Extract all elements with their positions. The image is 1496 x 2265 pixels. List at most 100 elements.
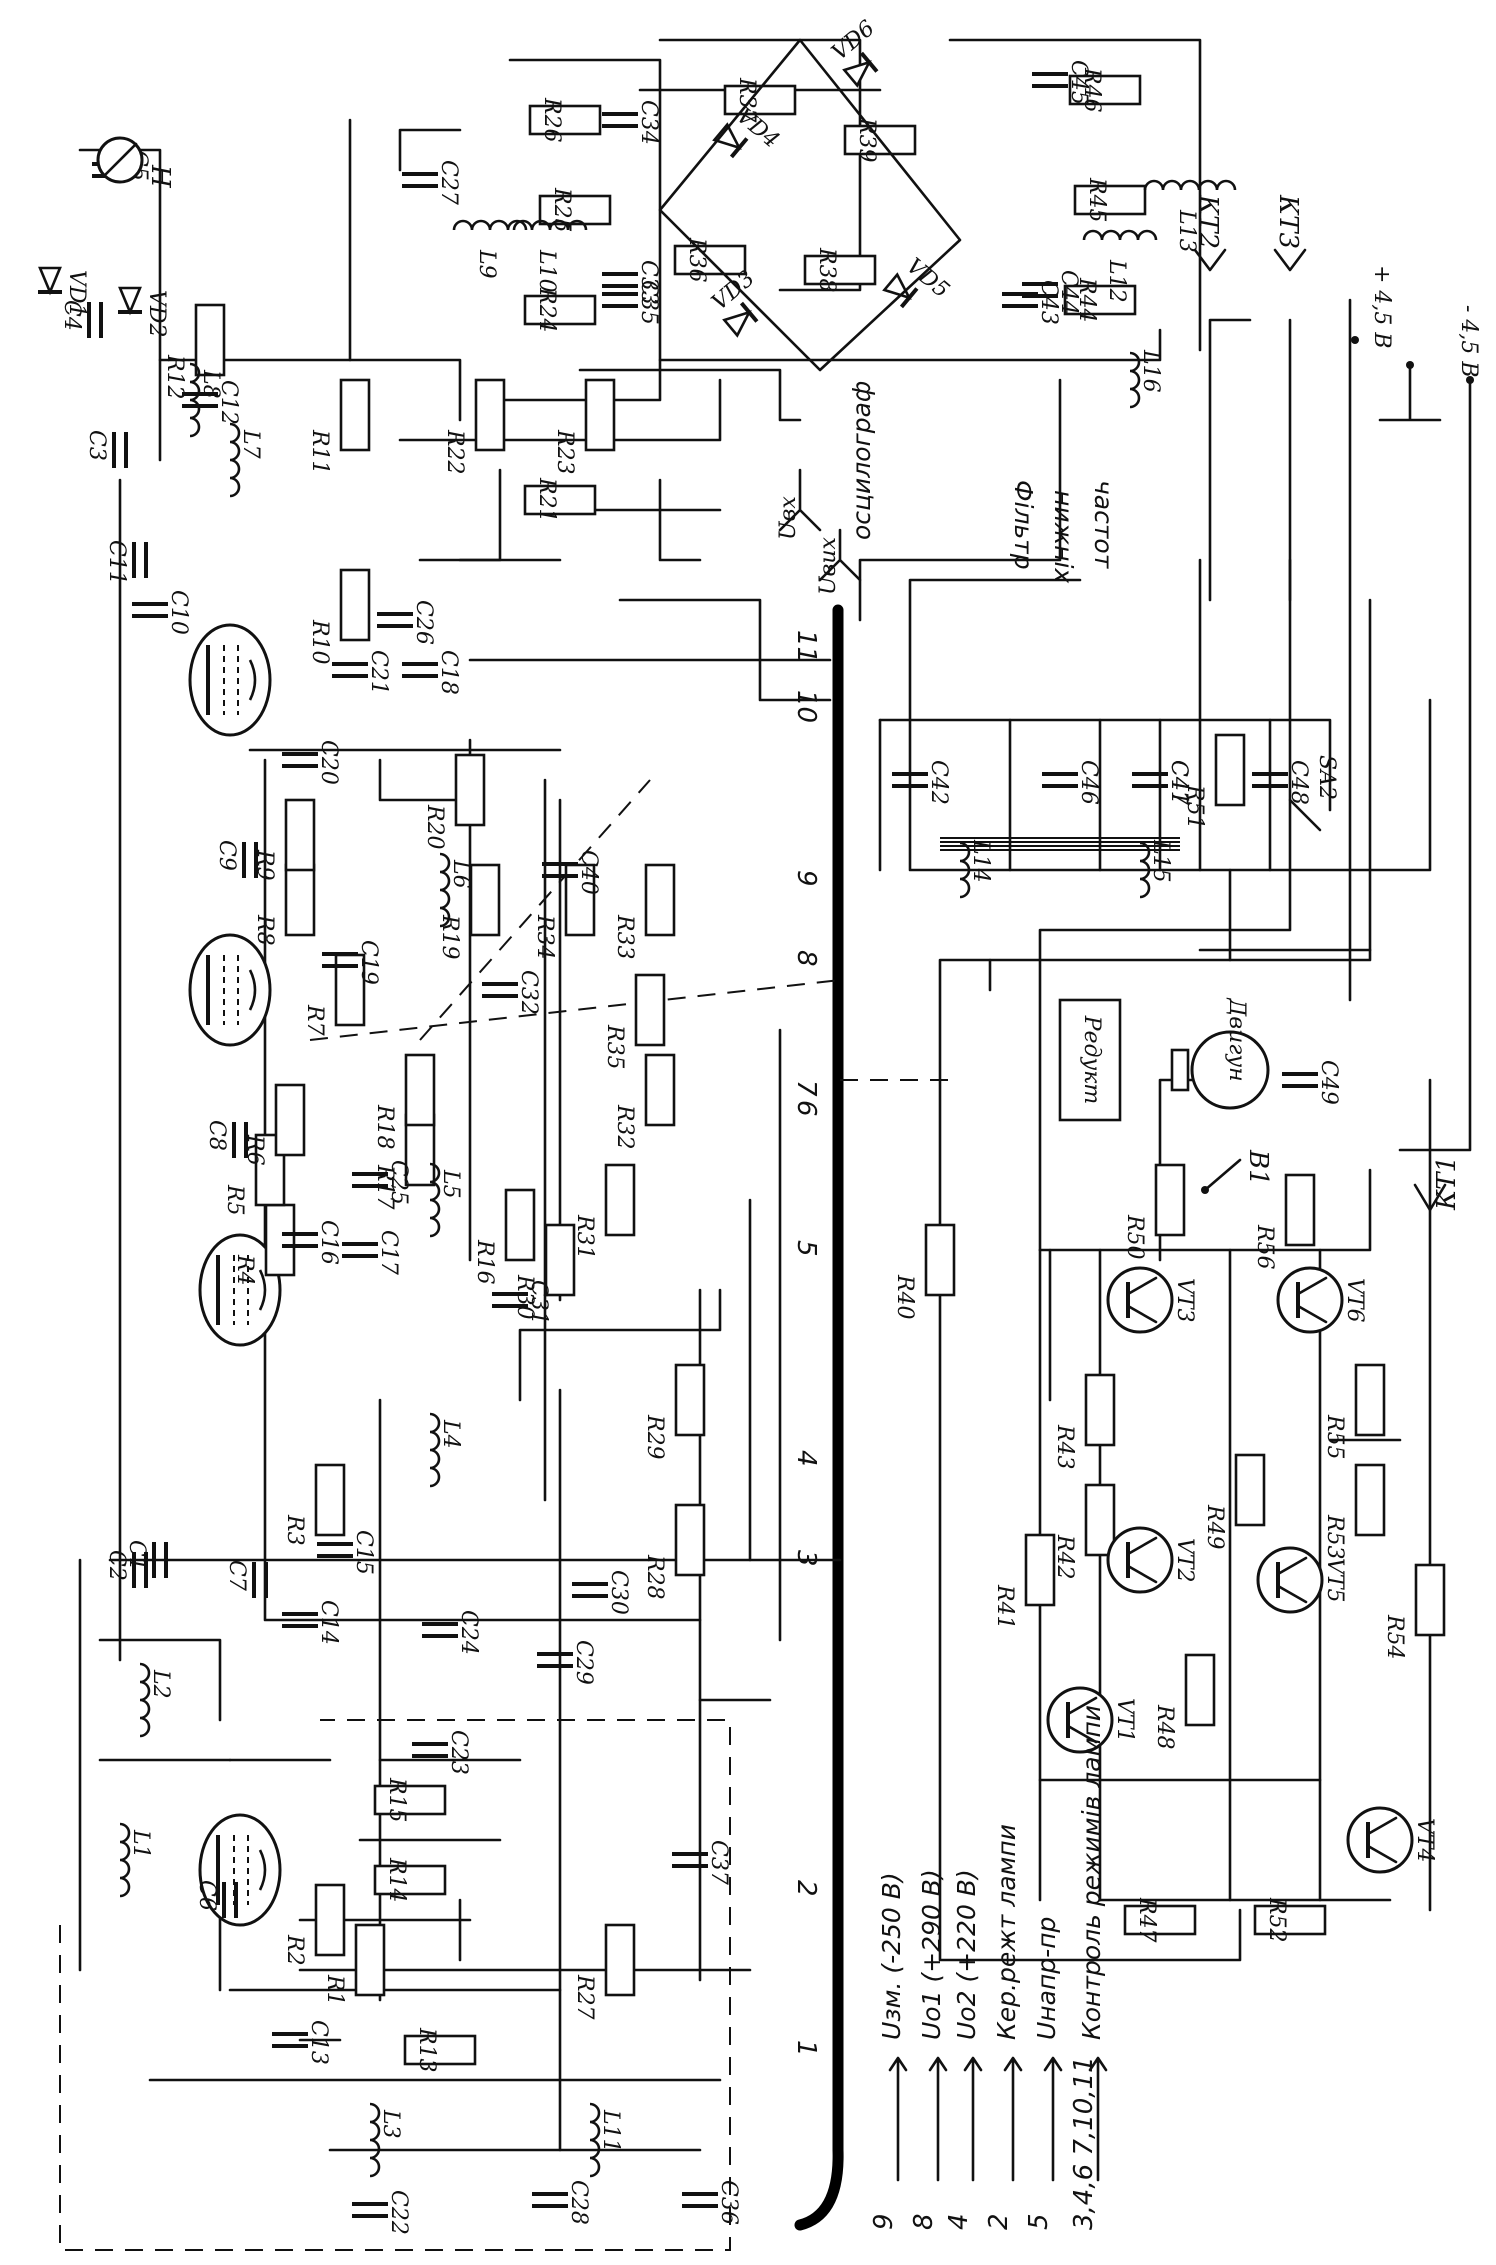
capacitor-label: C2 [104,1550,129,1581]
resistor-label: R29 [642,1414,667,1460]
resistor-label: R49 [1202,1504,1227,1550]
resistor-label: R27 [572,1974,597,2020]
resistor-label: R4 [232,1254,257,1286]
legend-text: Uo2 (+220 В) [952,1869,981,2040]
capacitor-c30: C30 [572,1570,631,1615]
resistor-label: R10 [307,619,332,665]
capacitor-c44: C44 [1022,270,1081,315]
resistor-r34: R34 [532,863,596,960]
resistor-r48: R48 [1152,1653,1216,1750]
capacitor-c8: C8 [204,1120,248,1158]
capacitor-label: C30 [606,1570,631,1615]
inductor-label: L13 [1174,209,1199,253]
resistor-r26: R26 [528,97,602,143]
resistor-r8: R8 [252,863,316,946]
resistor-label: R31 [572,1214,597,1260]
resistor-r51: R51 [1182,733,1246,830]
capacitor-c45: C45 [1032,60,1091,105]
capacitor-label: C26 [411,600,436,645]
capacitor-c2: C2 [104,1550,148,1588]
capacitor-c7: C7 [224,1560,268,1598]
resistor-label: R11 [307,429,332,475]
capacitor-c20: C20 [282,740,341,785]
switch-sa2-label: SA2 [1314,755,1339,800]
capacitor-c43: C43 [1002,280,1061,325]
capacitor-label: C22 [386,2190,411,2235]
resistor-r1: R1 [322,1923,386,2006]
capacitor-c40: C40 [542,850,601,895]
inductor-l7: L7 [229,422,263,498]
capacitor-label: C44 [1056,270,1081,315]
resistor-r44: R44 [1063,277,1137,323]
resistor-layer: R1R2R3R4R5R6R7R8R9R10R11R12R13R14R15R16R… [162,67,1446,2073]
capacitor-c6: C6 [194,1880,238,1918]
capacitor-label: C13 [306,2020,331,2065]
resistor-r17: R17 [372,1113,436,1210]
capacitor-c28: C28 [532,2180,591,2225]
osc-label: осцилограф [847,381,876,540]
reducer-box: Редукт [1058,998,1122,1122]
inductor-label: L5 [438,1169,463,1199]
inductor-l13: L13 [1143,179,1237,253]
filter-label: Фільтр нижніх частот [1009,480,1118,583]
capacitor-label: C4 [59,300,84,331]
capacitor-label: C32 [516,970,541,1015]
bus-number-9: 9 [791,870,821,887]
transistor-vt5: VT5 [1256,1546,1347,1614]
capacitor-c13: C13 [272,2020,331,2065]
diode-label: VD6 [827,16,879,66]
capacitor-c3: C3 [84,430,128,468]
resistor-label: R20 [422,804,447,850]
resistor-label: R50 [1122,1214,1147,1260]
resistor-r55: R55 [1322,1363,1386,1460]
capacitor-label: C12 [216,380,241,425]
inductor-label: L11 [598,2109,623,2153]
resistor-r22: R22 [442,378,506,475]
resistor-r35: R35 [602,973,666,1070]
capacitor-label: C42 [926,760,951,805]
capacitor-label: C25 [386,1160,411,1205]
resistor-r43: R43 [1052,1373,1116,1470]
resistor-r33: R33 [612,863,676,960]
capacitor-c31: C31 [492,1280,551,1325]
capacitor-label: C35 [636,280,661,325]
capacitor-layer: C1C2C3C4C5C6C7C8C9C10C11C12C13C14C15C16C… [59,60,1341,2235]
capacitor-label: C47 [1166,760,1191,805]
capacitor-c10: C10 [132,590,191,635]
diode-label: VD2 [144,290,169,338]
resistor-label: R55 [1322,1414,1347,1460]
inductor-label: L9 [474,249,499,279]
capacitor-label: C34 [636,100,661,145]
resistor-label: R7 [302,1004,327,1036]
resistor-r4: R4 [232,1203,296,1286]
resistor-r23: R23 [552,378,616,475]
capacitor-label: C21 [366,650,391,695]
resistor-r27: R27 [572,1923,636,2020]
resistor-label: R53 [1322,1514,1347,1560]
wire-layer [78,38,1472,2231]
resistor-label: R12 [162,354,187,400]
resistor-label: R46 [1079,67,1104,113]
transistor-vt6: VT6 [1276,1266,1367,1334]
transistor-vt2: VT2 [1106,1526,1197,1594]
inductor-label: L16 [1138,349,1163,393]
inductor-l8: L8 [189,362,223,438]
capacitor-label: C9 [214,840,239,871]
resistor-label: R56 [1252,1224,1277,1270]
inductor-l3: L3 [369,2102,403,2178]
resistor-label: R24 [534,287,559,333]
resistor-label: R36 [684,237,709,283]
tube-3 [188,933,272,1047]
resistor-label: R23 [552,429,577,475]
resistor-r56: R56 [1252,1173,1316,1270]
capacitor-label: C15 [351,1530,376,1575]
capacitor-label: C33 [636,260,661,305]
capacitor-label: C7 [224,1560,249,1591]
capacitor-label: C8 [204,1120,229,1151]
filter-line-2: нижніх [1049,490,1078,583]
legend-text: Uнапр-пр [1032,1917,1061,2040]
